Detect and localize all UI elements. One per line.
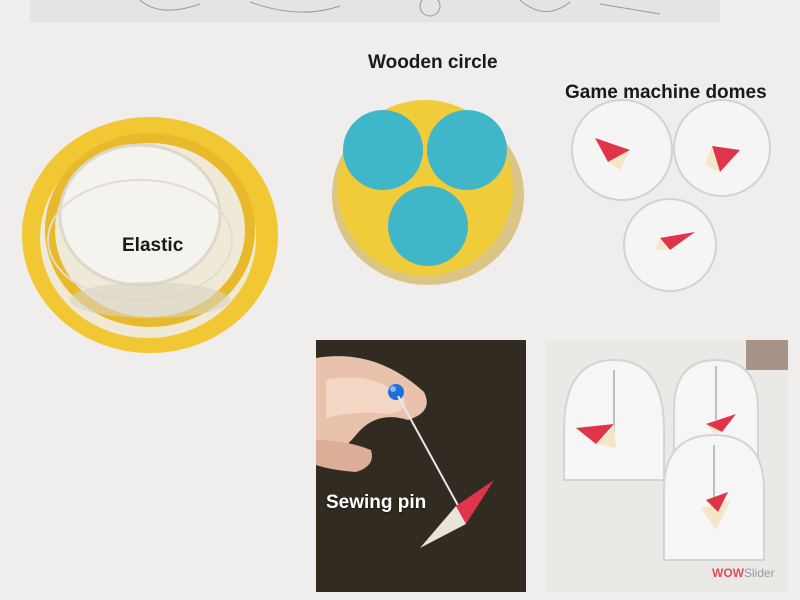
watermark-wow: WOW <box>712 566 744 580</box>
pin-shaft <box>397 395 467 521</box>
game-machine-domes-label: Game machine domes <box>565 82 767 103</box>
sewing-pin-label: Sewing pin <box>326 492 427 513</box>
wooden-circle-label: Wooden circle <box>368 52 498 73</box>
wowslider-watermark: WOWSlider <box>712 566 775 580</box>
sewing-pin-photo <box>316 340 526 592</box>
pin-flag-red <box>456 480 494 524</box>
watermark-slider: Slider <box>744 566 775 580</box>
elastic-label: Elastic <box>122 235 184 256</box>
pin-flag-white <box>420 506 466 548</box>
domes-photo <box>546 340 788 592</box>
wooden-circle <box>332 100 524 285</box>
elastic-band <box>22 117 278 353</box>
pin-head <box>388 384 404 400</box>
paper-drawings-top <box>30 0 720 22</box>
game-machine-domes <box>571 99 771 292</box>
sketch-lines <box>139 0 661 17</box>
